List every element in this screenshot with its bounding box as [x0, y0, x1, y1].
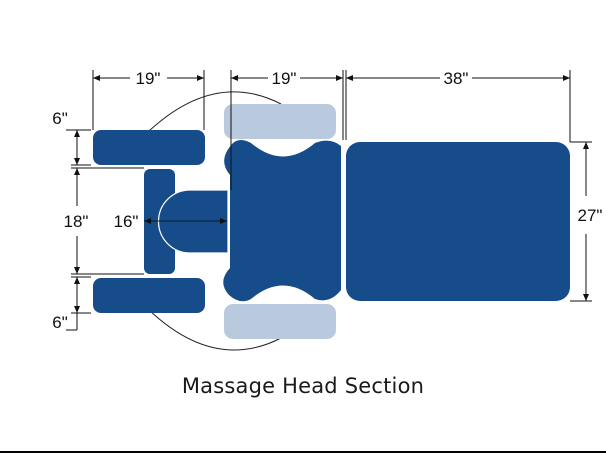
dim-body-section-width: 38"	[444, 69, 469, 88]
dim-face-cradle-span: 18"	[64, 212, 89, 231]
arm-pad-top	[93, 130, 205, 165]
armrest-bottom	[224, 304, 336, 339]
armrest-top	[224, 104, 336, 139]
dim-arm-width: 19"	[136, 69, 161, 88]
swing-arc-bottom	[148, 309, 282, 351]
swing-arc-top	[148, 91, 282, 132]
dim-body-section-height: 27"	[578, 206, 603, 225]
dim-arm-pad-bottom-height: 6"	[52, 313, 68, 332]
dim-face-cradle-depth: 16"	[114, 212, 139, 231]
dim-head-section-width: 19"	[272, 69, 297, 88]
head-section-pad	[223, 140, 341, 302]
diagram-caption: Massage Head Section	[181, 374, 425, 398]
body-section-pad	[346, 142, 570, 301]
arm-pad-bottom	[93, 278, 205, 313]
bottom-rule	[0, 451, 606, 453]
dim-arm-pad-top-height: 6"	[52, 109, 68, 128]
